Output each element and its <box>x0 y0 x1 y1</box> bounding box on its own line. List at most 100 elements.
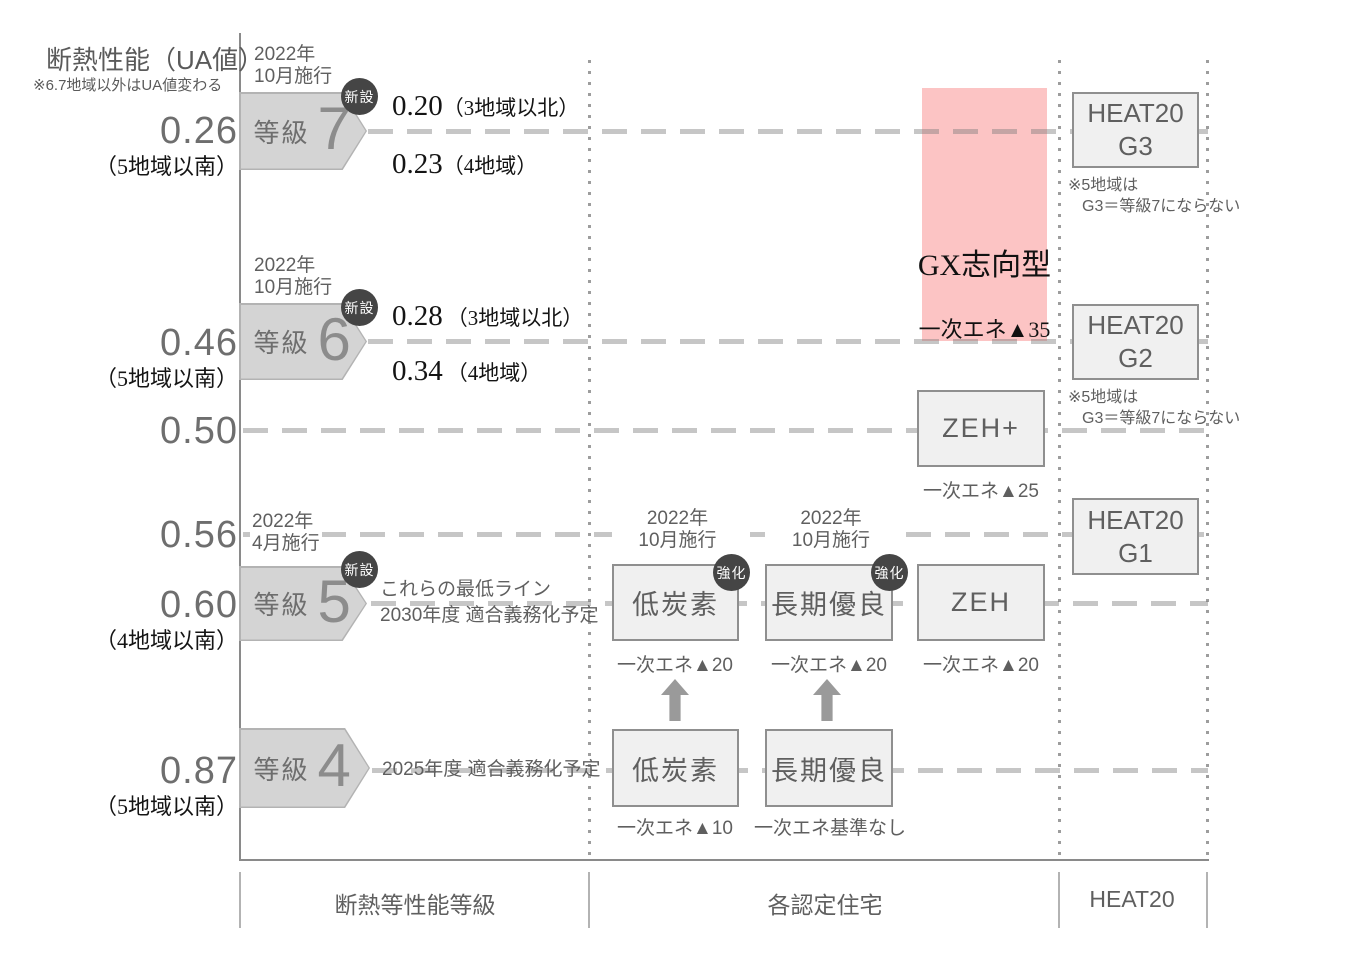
bottom-axis-line <box>239 859 1209 861</box>
grade6-date: 2022年 10月施行 <box>252 255 335 299</box>
low-carbon-upper-date: 2022年 10月施行 <box>612 508 743 552</box>
grade6-annotation-1: 0.28 （3地域以北） <box>392 300 583 333</box>
date-line: 10月施行 <box>254 66 333 87</box>
annotation-region: （3地域以北） <box>446 306 584 330</box>
note-line: これらの最低ライン <box>380 579 552 600</box>
axis-label-insulation-grade: 断熱等性能等級 <box>334 892 496 918</box>
annotation-region: （3地域以北） <box>442 96 580 120</box>
new-badge-grade5: 新設 <box>341 551 378 588</box>
heat20-name: HEAT20 <box>1087 504 1184 535</box>
zeh-plus-box: ZEH+ <box>917 390 1045 467</box>
heat20-grade: G1 <box>1118 537 1153 568</box>
box-label: 長期優良 <box>771 755 887 786</box>
ua-value-0-60: 0.60 （4地域以南） <box>20 584 238 656</box>
date-line: 10月施行 <box>254 277 333 298</box>
grade6-annotation-2: 0.34 （4地域） <box>392 355 541 388</box>
heat20-name: HEAT20 <box>1087 98 1184 128</box>
date-line: 2022年 <box>254 255 316 276</box>
long-term-lower-energy: 一次エネ基準なし <box>753 818 906 839</box>
grade-number: 4 <box>317 732 351 799</box>
new-badge-grade7: 新設 <box>341 78 378 115</box>
axis-label-heat20: HEAT20 <box>1089 886 1175 912</box>
note-line: G3＝等級7にならない <box>1082 198 1241 215</box>
ua-line-0-26 <box>368 129 1208 134</box>
strengthen-badge-long-term: 強化 <box>871 554 908 591</box>
date-line: 2022年 <box>800 508 862 529</box>
annotation-value: 0.34 <box>392 355 443 387</box>
annotation-region: （4地域） <box>442 154 538 178</box>
axis-label-certified-housing: 各認定住宅 <box>767 892 883 918</box>
section-divider-dotted-1 <box>588 60 591 860</box>
grade5-date: 2022年 4月施行 <box>250 511 322 555</box>
heat20-grade: G3 <box>1118 131 1153 161</box>
zeh-plus-energy: 一次エネ▲25 <box>923 481 1039 502</box>
box-label: HEAT20 G1 <box>1087 504 1183 570</box>
box-label: HEAT20 G3 <box>1087 97 1183 163</box>
pentagon-fill: 等級 4 <box>240 729 369 807</box>
box-label: HEAT20 G2 <box>1087 309 1183 375</box>
low-carbon-upper-energy: 一次エネ▲20 <box>617 655 733 676</box>
ua-number: 0.87 <box>160 750 238 792</box>
ua-number: 0.60 <box>160 584 238 626</box>
date-line: 10月施行 <box>791 530 871 551</box>
ua-number: 0.50 <box>160 410 238 452</box>
upgrade-arrow-long-term-icon <box>813 679 841 721</box>
note-line: ※5地域は <box>1068 389 1139 406</box>
grade7-annotation-1: 0.20（3地域以北） <box>392 90 579 123</box>
note-line: ※5地域は <box>1068 177 1139 194</box>
annotation-value: 0.20 <box>392 90 443 122</box>
ua-line-0-50 <box>243 428 1208 433</box>
box-label: 低炭素 <box>632 590 719 620</box>
ua-value-0-87: 0.87 （5地域以南） <box>20 750 238 822</box>
box-label: 長期優良 <box>771 590 887 620</box>
heat20-g1-box: HEAT20 G1 <box>1072 498 1199 575</box>
ua-region: （5地域以南） <box>94 154 238 179</box>
axis-divider-3 <box>1058 872 1060 928</box>
date-line: 4月施行 <box>252 533 320 554</box>
ua-line-0-46 <box>368 339 1208 344</box>
grade-prefix: 等級 <box>253 328 310 358</box>
ua-region: （5地域以南） <box>94 794 238 819</box>
ua-value-0-50: 0.50 <box>20 410 238 452</box>
gx-zone-highlight <box>922 88 1047 341</box>
ua-number: 0.56 <box>160 514 238 556</box>
long-term-upper-energy: 一次エネ▲20 <box>771 655 887 676</box>
note-line: G3＝等級7にならない <box>1082 410 1241 427</box>
date-line: 2022年 <box>254 44 316 65</box>
date-line: 2022年 <box>252 511 314 532</box>
annotation-value: 0.28 <box>392 300 443 332</box>
section-divider-dotted-2 <box>1058 60 1061 860</box>
heat20-name: HEAT20 <box>1087 310 1184 340</box>
grade4-pentagon: 等級 4 <box>239 728 370 808</box>
date-line: 10月施行 <box>638 530 717 551</box>
heat20-g2-box: HEAT20 G2 <box>1072 304 1199 380</box>
strengthen-badge-low-carbon: 強化 <box>713 554 750 591</box>
ua-number: 0.46 <box>160 322 238 364</box>
grade-prefix: 等級 <box>253 754 310 785</box>
date-line: 2022年 <box>646 508 709 529</box>
heat20-grade: G2 <box>1118 343 1153 373</box>
box-label: 低炭素 <box>632 755 719 786</box>
grade-prefix: 等級 <box>253 117 310 148</box>
heat20-g3-box: HEAT20 G3 <box>1072 92 1199 168</box>
ua-number: 0.26 <box>160 110 238 152</box>
heat20-g2-note: ※5地域は G3＝等級7にならない <box>1068 387 1240 429</box>
box-label: ZEH+ <box>942 413 1020 443</box>
axis-divider-2 <box>588 872 590 928</box>
section-divider-dotted-3 <box>1206 60 1209 860</box>
grade5-note: これらの最低ライン 2030年度 適合義務化予定 <box>380 577 599 629</box>
annotation-region: （4地域） <box>446 361 542 385</box>
annotation-value: 0.23 <box>392 148 443 180</box>
box-label: ZEH <box>951 587 1011 617</box>
diagram-title: 断熱性能（UA値） <box>46 45 265 75</box>
grade4-note: 2025年度 適合義務化予定 <box>382 759 601 780</box>
ua-value-0-46: 0.46 （5地域以南） <box>20 322 238 394</box>
low-carbon-lower-box: 低炭素 <box>612 729 739 807</box>
new-badge-grade6: 新設 <box>341 289 378 326</box>
zeh-energy: 一次エネ▲20 <box>923 655 1039 676</box>
heat20-g3-note: ※5地域は G3＝等級7にならない <box>1068 175 1240 217</box>
axis-divider-4 <box>1206 872 1208 928</box>
gx-zone-label: GX志向型 <box>917 249 1052 282</box>
ua-region: （4地域以南） <box>94 628 238 653</box>
